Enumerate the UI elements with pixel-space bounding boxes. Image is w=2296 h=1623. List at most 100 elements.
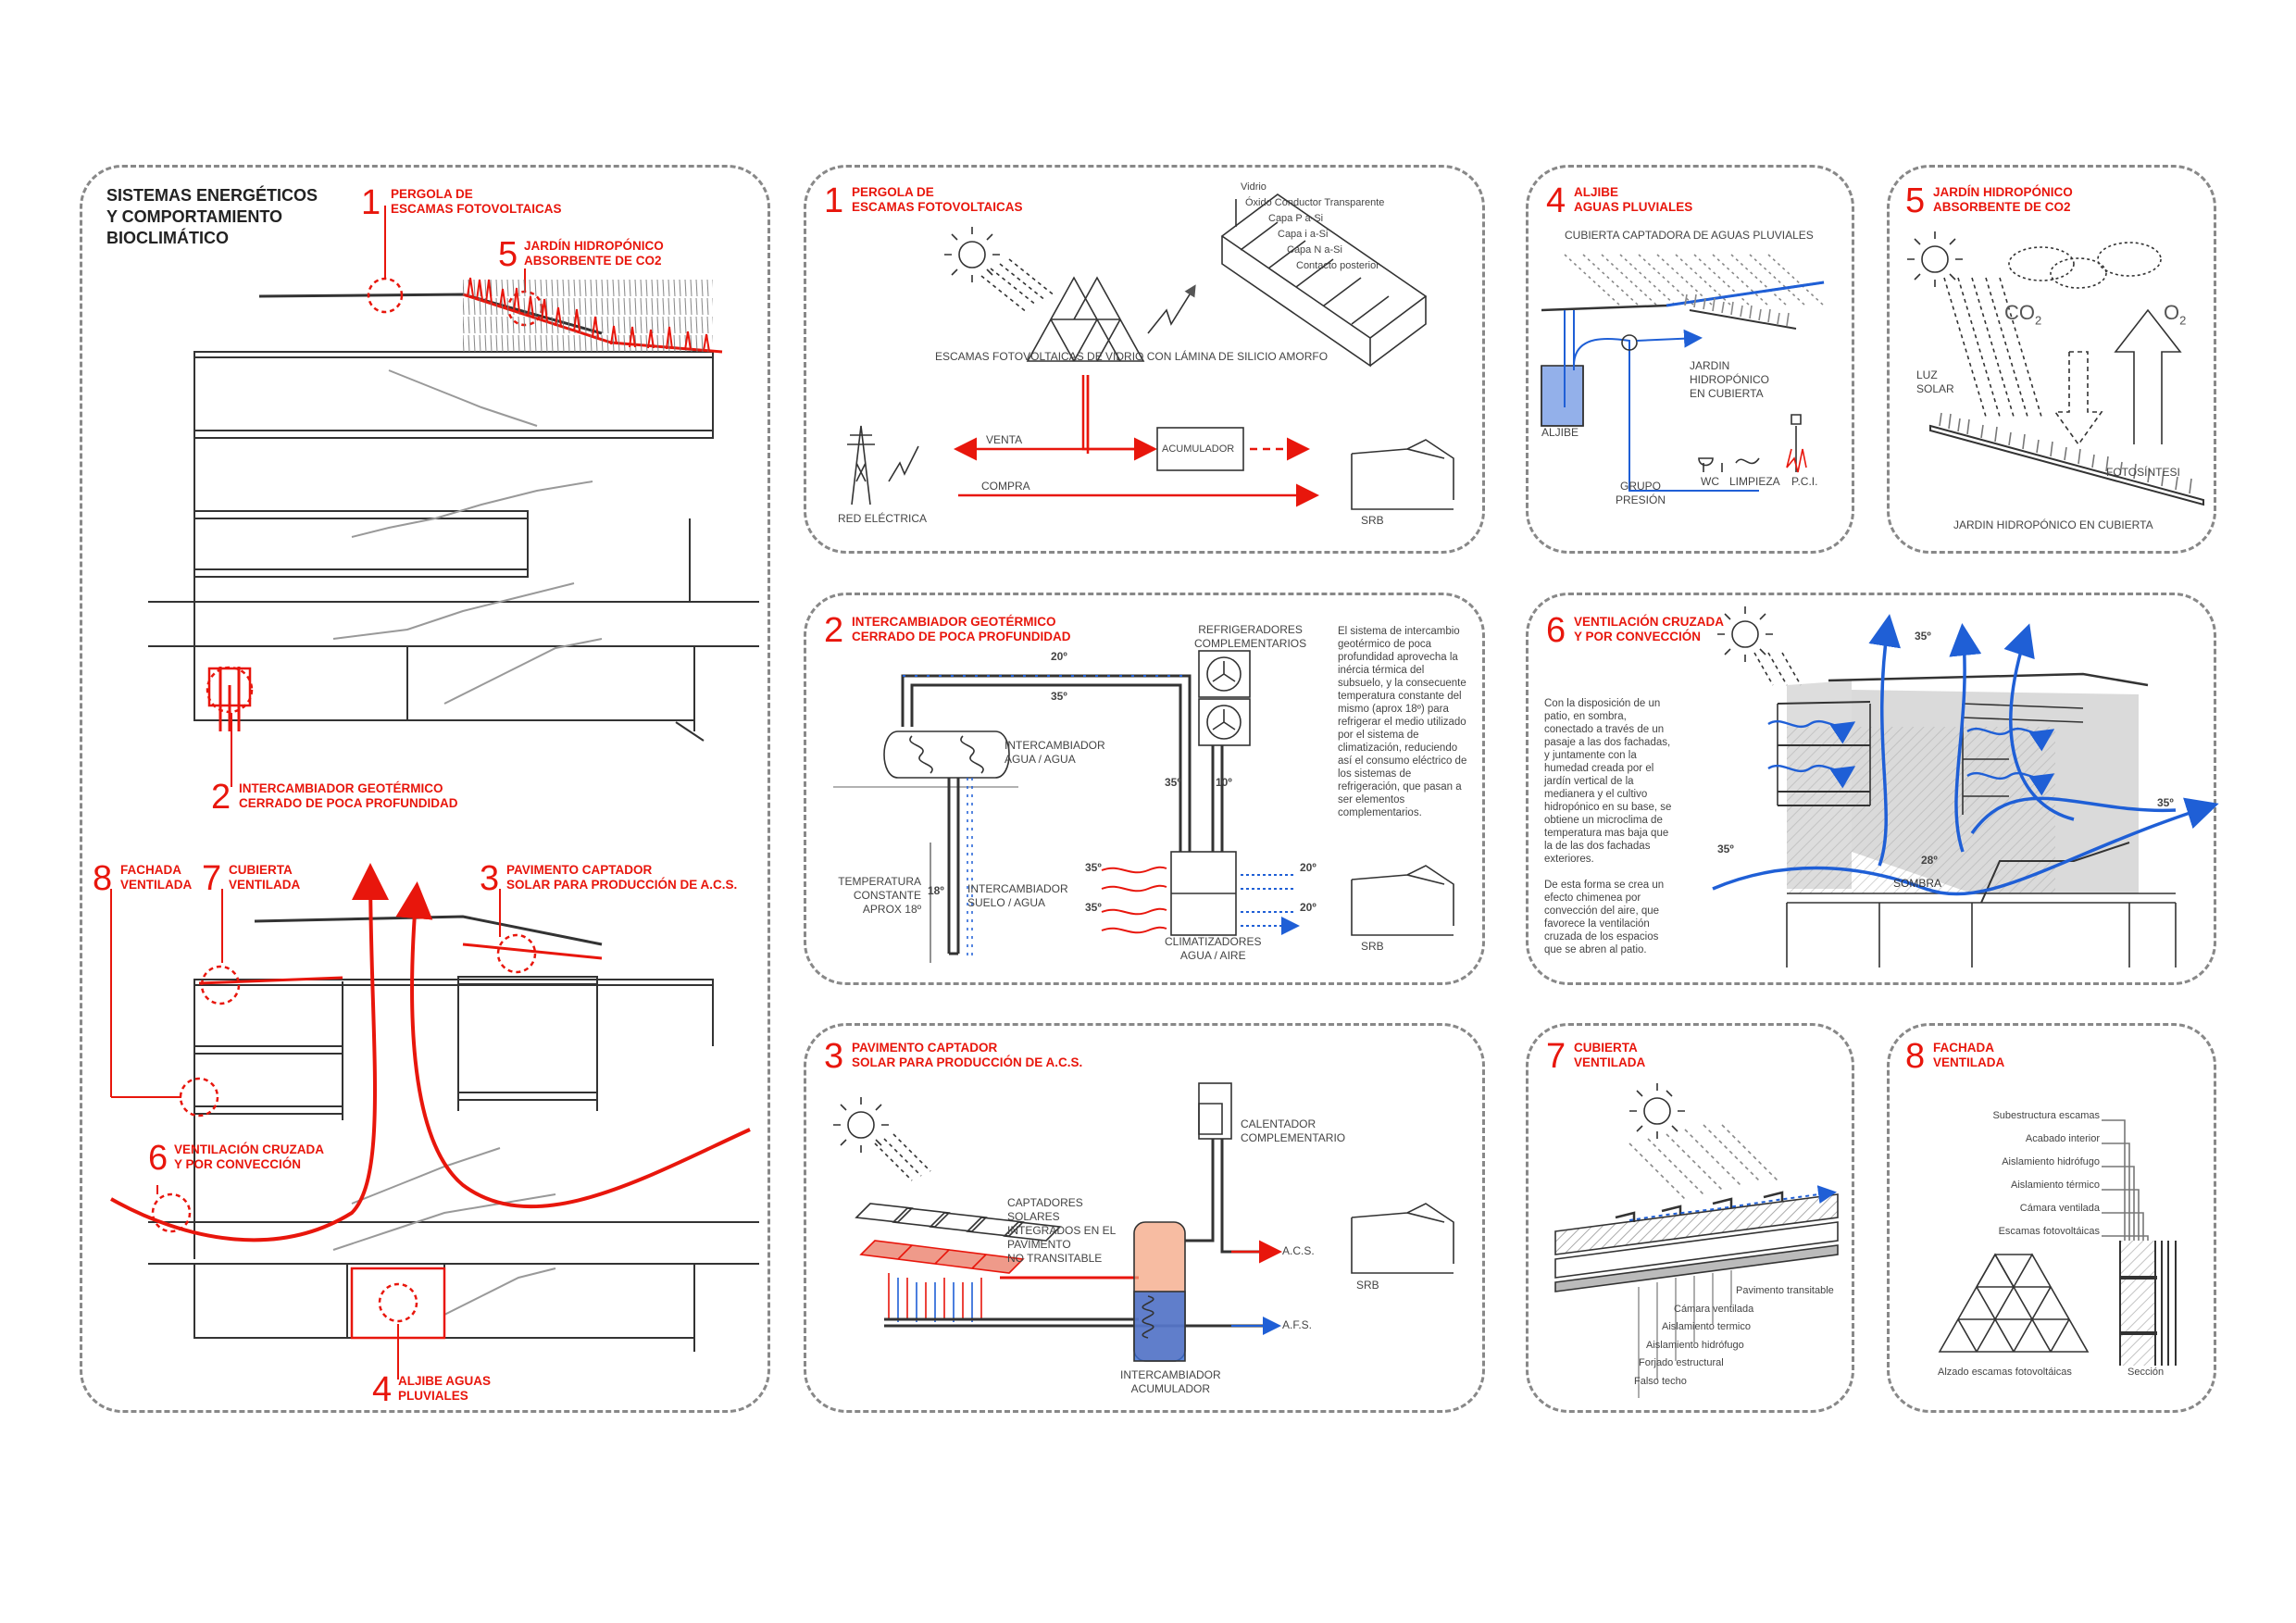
callout-line: VENTILACIÓN CRUZADA [174, 1142, 324, 1156]
p3-afs-label: A.F.S. [1282, 1318, 1313, 1331]
body-line: efecto chimenea por [1544, 893, 1641, 904]
p3-drawing [833, 1082, 1454, 1362]
p6-title: VENTILACIÓN CRUZADA Y POR CONVECCIÓN [1574, 615, 1724, 644]
p7-layer-list: Pavimento transitable Cámara ventilada A… [1634, 1282, 1834, 1391]
p2-number: 2 [824, 611, 844, 650]
label-line: COMPLEMENTARIO [1241, 1131, 1346, 1144]
body-line: los sistemas de [1338, 768, 1412, 780]
p5-number: 5 [1905, 181, 1926, 220]
callout-5-label: JARDÍN HIDROPÓNICO ABSORBENTE DE CO2 [524, 239, 664, 268]
callout-8-label: FACHADA VENTILADA [120, 863, 192, 893]
panel-aljibe [1526, 165, 1854, 554]
title-line: PAVIMENTO CAPTADOR [852, 1041, 998, 1055]
title-line: FACHADA [1933, 1041, 1994, 1055]
p2-temp-20-a: 20º [1300, 861, 1316, 874]
p4-drawing [1541, 254, 1825, 492]
layer-label: Aislamiento térmico [2011, 1180, 2100, 1191]
p3-title: PAVIMENTO CAPTADOR SOLAR PARA PRODUCCIÓN… [852, 1041, 1082, 1070]
body-line: medianera y el cultivo [1544, 789, 1648, 800]
body-line: complementarios. [1338, 807, 1422, 818]
p4-title: ALJIBE AGUAS PLUVIALES [1574, 185, 1692, 215]
title-line: ALJIBE [1574, 185, 1619, 199]
label-line: INTERCAMBIADOR [967, 882, 1068, 895]
label-line: SUELO / AGUA [967, 896, 1046, 909]
body-line: El sistema de intercambio [1338, 626, 1460, 637]
p5-co2-label: CO2 [2004, 301, 2041, 327]
upper-section-red-marks [206, 206, 723, 787]
label-line: CALENTADOR [1241, 1117, 1316, 1130]
p2-temp-18: 18º [928, 884, 944, 897]
p2-ag-label: INTERCAMBIADOR AGUA / AGUA [1004, 739, 1105, 767]
p5-o2-label: O2 [2164, 301, 2186, 327]
body-line: hidropónico en su base, se [1544, 802, 1672, 813]
body-line: geotérmico de poca [1338, 639, 1432, 650]
p6-drawing [1712, 606, 2219, 968]
lower-section-red-marks [110, 863, 751, 1380]
panel-pavimento [804, 1023, 1485, 1413]
callout-line: VENTILADA [229, 878, 301, 892]
body-line: climatización, reduciendo [1338, 743, 1458, 754]
p8-layer-list: Subestructura escamas Acabado interior A… [1963, 1105, 2100, 1243]
p7-number: 7 [1546, 1037, 1566, 1076]
title-line: CERRADO DE POCA PROFUNDIDAD [852, 630, 1071, 643]
title-line: AGUAS PLUVIALES [1574, 200, 1693, 214]
layer-label: Aislamiento hidrófugo [1646, 1339, 1744, 1351]
callout-2-number: 2 [211, 778, 231, 817]
layer-label: Aislamiento termico [1662, 1321, 1751, 1332]
label-line: APROX 18º [862, 903, 921, 916]
p1-title: PERGOLA DE ESCAMAS FOTOVOLTAICAS [852, 185, 1023, 215]
title-line: VENTILADA [1933, 1055, 2005, 1069]
p8-number: 8 [1905, 1037, 1926, 1076]
p5-title: JARDÍN HIDROPÓNICO ABSORBENTE DE CO2 [1933, 185, 2073, 215]
body-line: humedad creada por el [1544, 763, 1654, 774]
p1-srb-label: SRB [1361, 514, 1384, 527]
p2-suelo-label: INTERCAMBIADOR SUELO / AGUA [967, 882, 1068, 910]
p2-temp-35-b: 35º [1085, 901, 1102, 914]
label-line: SOLAR [1916, 382, 1954, 395]
callout-8-number: 8 [93, 859, 113, 898]
body-line: pasaje a las dos fachadas, [1544, 737, 1671, 748]
p1-venta-label: VENTA [986, 433, 1023, 446]
layer-label: Subestructura escamas [1992, 1110, 2100, 1121]
label-line: CONSTANTE [853, 889, 921, 902]
label-line: INTERCAMBIADOR [1120, 1368, 1221, 1381]
callout-2-label: INTERCAMBIADOR GEOTÉRMICO CERRADO DE POC… [239, 781, 458, 811]
label-line: ACUMULADOR [1130, 1382, 1211, 1395]
body-line: favorece la ventilación [1544, 918, 1650, 930]
callout-line: CERRADO DE POCA PROFUNDIDAD [239, 796, 458, 810]
p6-temp-28: 28º [1921, 854, 1938, 867]
layer-label: Capa P a-Si [1268, 213, 1324, 224]
title-line: VENTILACIÓN CRUZADA [1574, 615, 1724, 629]
label-line: AGUA / AIRE [1179, 949, 1246, 962]
layer-label: Aislamiento hidrófugo [2002, 1156, 2100, 1167]
layer-label: Cámara ventilada [1674, 1303, 1754, 1315]
body-line: refrigerar el medio utilizado [1338, 717, 1466, 728]
title-line: CUBIERTA [1574, 1041, 1638, 1055]
main-title-line: BIOCLIMÁTICO [106, 229, 229, 247]
layer-label: Falso techo [1634, 1375, 1687, 1387]
callout-line: CUBIERTA [229, 863, 293, 877]
layer-label: Cámara ventilada [2019, 1203, 2100, 1214]
callout-3-number: 3 [480, 859, 500, 898]
callout-line: PAVIMENTO CAPTADOR [506, 863, 653, 877]
p3-inter-label: INTERCAMBIADOR ACUMULADOR [1120, 1368, 1221, 1396]
callout-line: PLUVIALES [398, 1389, 468, 1403]
p4-limpieza-label: LIMPIEZA [1729, 475, 1780, 488]
p3-number: 3 [824, 1037, 844, 1076]
callout-line: FACHADA [120, 863, 181, 877]
label-line: LUZ [1916, 368, 1938, 381]
label-line: REFRIGERADORES [1198, 623, 1303, 636]
body-line: inércia térmica del [1338, 665, 1425, 676]
panel-fachada [1887, 1023, 2216, 1413]
panel-cubierta [1526, 1023, 1854, 1413]
callout-line: INTERCAMBIADOR GEOTÉRMICO [239, 781, 443, 795]
body-line: ser elementos [1338, 794, 1405, 805]
label-line: TEMPERATURA [838, 875, 921, 888]
label-line: NO TRANSITABLE [1007, 1252, 1103, 1265]
p2-temp-35-right: 35º [1165, 776, 1181, 789]
p2-body-text: El sistema de intercambio geotérmico de … [1338, 625, 1486, 819]
p3-calent-label: CALENTADOR COMPLEMENTARIO [1241, 1117, 1345, 1145]
layer-label: Contacto posterior [1296, 260, 1379, 271]
p2-temp-20-b: 20º [1300, 901, 1316, 914]
body-line: exteriores. [1544, 854, 1594, 865]
